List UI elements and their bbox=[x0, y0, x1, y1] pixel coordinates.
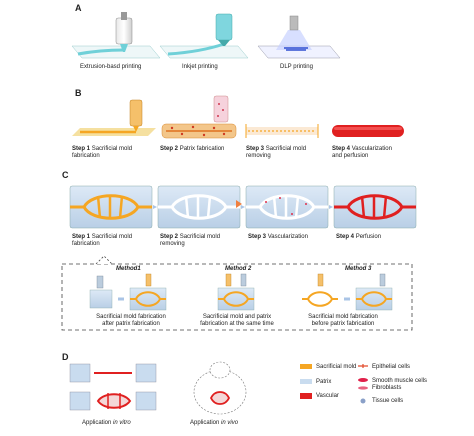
method1-desc-1: Sacrificial mold fabrication bbox=[96, 314, 166, 320]
panel-d-invivo-graphic bbox=[193, 361, 247, 415]
legend-smooth-muscle-cells: Smooth muscle cells bbox=[372, 378, 428, 384]
legend-sacrificial-mold: Sacrificial mold bbox=[316, 364, 357, 370]
panel-c-step3-graphic bbox=[236, 185, 329, 229]
legend-tissue-cells: Tissue cells bbox=[372, 398, 404, 404]
method3-graphic bbox=[302, 273, 393, 311]
legend-fibroblasts: Fibroblasts bbox=[372, 385, 402, 391]
method3-title: Method 3 bbox=[345, 266, 372, 272]
b-step3-label-2: removing bbox=[246, 153, 271, 159]
b-step1-label: Step 1 Sacrificial mold bbox=[72, 146, 133, 152]
c-step1-label-2: fabrication bbox=[72, 241, 100, 247]
label-inkjet: Inkjet printing bbox=[182, 64, 218, 70]
c-step2-label-2: removing bbox=[160, 241, 185, 247]
legend-vascular: Vascular bbox=[316, 393, 339, 399]
method2-desc-2: fabrication at the same time bbox=[200, 321, 274, 327]
label-dlp: DLP printing bbox=[280, 64, 313, 70]
panel-a-extrusion-graphic bbox=[71, 12, 161, 59]
b-step1-label-2: fabrication bbox=[72, 153, 100, 159]
methods-box bbox=[61, 263, 413, 331]
method3-desc-2: before patrix fabrication bbox=[311, 321, 375, 327]
panel-a-inkjet-graphic bbox=[159, 13, 249, 59]
c-step1-label: Step 1 Sacrificial mold bbox=[72, 234, 133, 240]
panel-a-dlp-graphic bbox=[257, 15, 341, 59]
b-step3-label: Step 3 Sacrificial mold bbox=[246, 146, 307, 152]
panel-c-step1-graphic bbox=[69, 185, 153, 229]
application-in-vivo: Application in vivo bbox=[190, 420, 239, 426]
application-in-vitro: Application in vitro bbox=[82, 420, 131, 426]
method1-desc-2: after patrix fabrication bbox=[102, 321, 160, 327]
panel-c-step2-graphic bbox=[157, 185, 241, 229]
c-step3-label: Step 3 Vascularization bbox=[248, 234, 308, 240]
b-step4-label-2: and perfusion bbox=[332, 153, 369, 159]
panel-b-step1-graphic bbox=[72, 99, 156, 136]
c-step2-label: Step 2 Sacrificial mold bbox=[160, 234, 221, 240]
panel-b-step4-graphic bbox=[332, 125, 404, 137]
label-extrusion: Extrusion-basd printing bbox=[80, 64, 142, 70]
method1-graphic bbox=[89, 273, 167, 311]
method2-title: Method 2 bbox=[225, 266, 252, 272]
panel-c-arrows bbox=[153, 205, 333, 209]
b-step4-label: Step 4 Vascularization bbox=[332, 146, 392, 152]
panel-d-invitro-graphic bbox=[69, 363, 157, 411]
legend-epithelial-cells: Epithelial cells bbox=[372, 364, 411, 370]
method3-desc-1: Sacrificial mold fabrication bbox=[308, 314, 378, 320]
panel-c-step4-graphic bbox=[333, 185, 417, 229]
panel-a-label: A bbox=[75, 3, 82, 13]
method1-title: Method1 bbox=[116, 266, 141, 272]
panel-b-step2-graphic bbox=[161, 95, 237, 139]
c-step4-label: Step 4 Perfusion bbox=[336, 234, 382, 240]
method2-desc-1: Sacrificial mold and patrix bbox=[202, 314, 272, 320]
legend-patrix: Patrix bbox=[316, 379, 332, 385]
panel-b-label: B bbox=[75, 88, 82, 98]
b-step2-label: Step 2 Patrix fabrication bbox=[160, 146, 225, 152]
panel-b-step3-graphic bbox=[245, 124, 319, 138]
panel-c-label: C bbox=[62, 170, 69, 180]
method2-graphic bbox=[217, 273, 255, 311]
panel-d-label: D bbox=[62, 352, 69, 362]
panel-d-legend-swatches bbox=[300, 364, 368, 404]
